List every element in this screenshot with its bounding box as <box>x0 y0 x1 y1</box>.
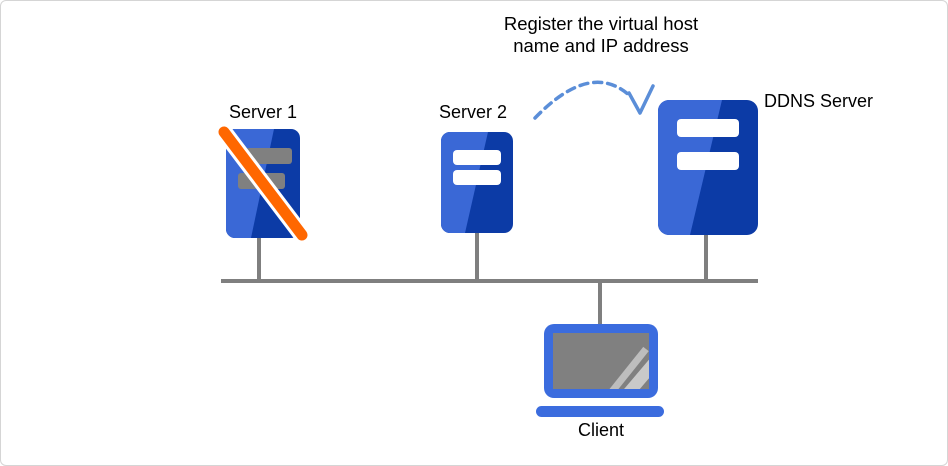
register-arrow-icon <box>533 80 655 120</box>
ddns-drop-line <box>704 234 708 279</box>
screen-shine-stripes <box>609 346 649 389</box>
offline-slash-icon <box>215 123 311 244</box>
annotation-line1: Register the virtual host <box>503 13 699 34</box>
ddns-server-icon <box>658 100 758 235</box>
ddns-server-label: DDNS Server <box>764 91 874 111</box>
annotation-register: Register the virtual host name and IP ad… <box>431 13 771 57</box>
laptop-icon <box>536 324 664 417</box>
server2-icon <box>441 132 513 233</box>
annotation-line2: name and IP address <box>513 35 689 56</box>
server1-label: Server 1 <box>228 102 298 122</box>
client-label: Client <box>577 420 625 440</box>
server1-drop-line <box>257 237 261 279</box>
client-drop-line <box>598 283 602 325</box>
server2-drop-line <box>475 232 479 279</box>
network-bus-line <box>221 279 758 283</box>
server2-label: Server 2 <box>438 102 508 122</box>
server1-icon <box>215 123 311 244</box>
